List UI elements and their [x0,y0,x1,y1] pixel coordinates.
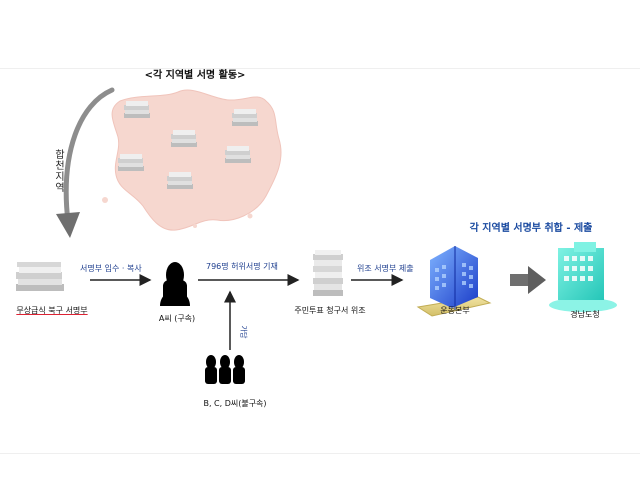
hq-building [416,246,492,317]
person-a-figure [160,262,190,306]
diagram-title-result: 각 지역별 서명부 취합 - 제출 [469,223,593,234]
big-arrow [510,266,546,294]
curved-arrow [56,87,115,238]
office-building [549,242,617,312]
region-label: 합천 지역 [55,150,65,194]
map-stack-1 [124,101,150,118]
node-label-forged-doc: 주민투표 청구서 위조 [294,306,366,315]
node-label-hq: 운동본부 [440,306,470,315]
edge-label-acquire: 서명부 입수 · 복사 [80,264,142,273]
map-stack-5 [118,154,144,171]
diagram-title-top: <각 지역별 서명 활동> [144,70,246,81]
map-stack-2 [232,109,258,126]
map-stack-4 [225,146,251,163]
node-label-office: 경남도청 [570,310,600,319]
edge-label-fake-sign: 796명 허위서명 기재 [206,262,278,271]
node-label-others: B, C, D씨(불구속) [203,399,267,408]
source-stack [16,262,64,291]
node-label-source: 무상급식 북구 서명부 [16,306,88,315]
map-stack-6 [167,172,193,189]
edge-label-submit: 위조 서명부 제출 [357,264,414,273]
node-label-person-a: A씨 (구속) [158,314,196,323]
forged-stack [313,250,343,296]
map-stack-3 [171,130,197,147]
bcd-figures [205,355,245,384]
edge-label-assist: 가담 [239,325,248,339]
